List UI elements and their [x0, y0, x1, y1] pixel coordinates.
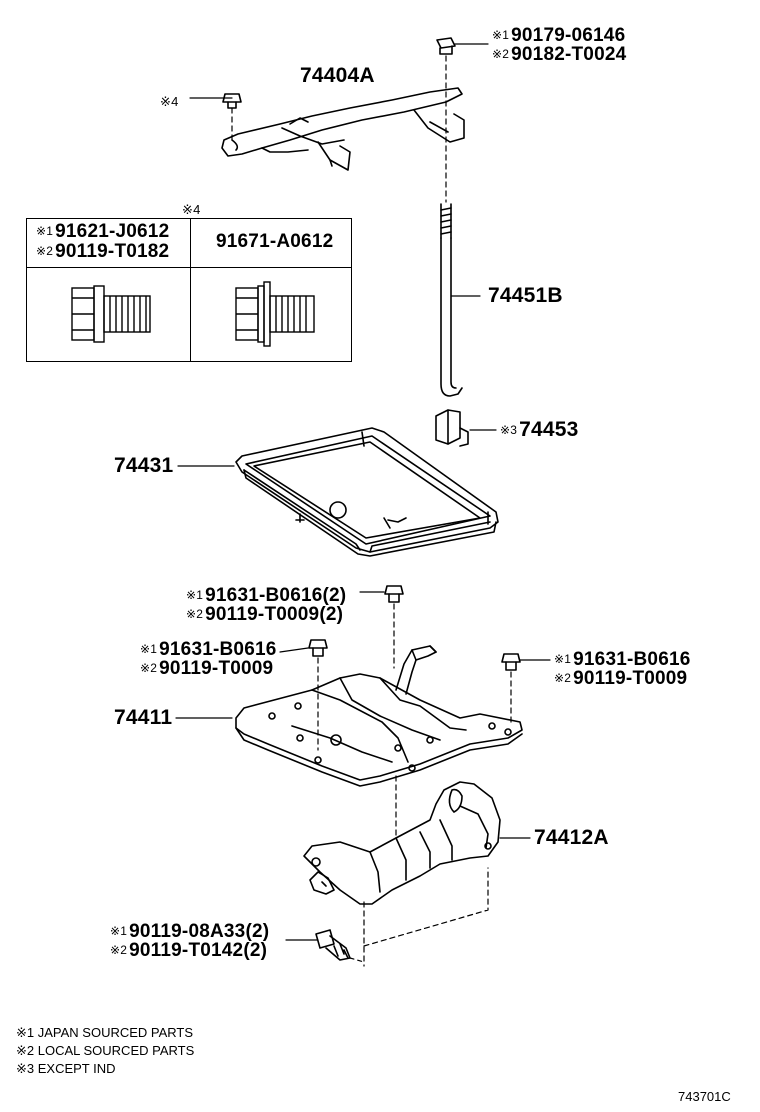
part-label-74451B: 74451B	[488, 284, 563, 307]
clamp-drawing	[435, 409, 497, 447]
legend-item-except: ※3 EXCEPT IND	[16, 1061, 116, 1076]
part-label-74431: 74431	[114, 454, 174, 477]
part-label-74411: 74411	[114, 706, 173, 729]
table-divider-vertical	[190, 219, 191, 361]
table-bolt-right-drawing	[235, 281, 315, 347]
part-label-74412A: 74412A	[534, 826, 609, 849]
battery-support-drawing	[303, 781, 531, 905]
table-right-part: 91671-A0612	[216, 231, 334, 252]
figure-id: 743701C	[678, 1089, 731, 1104]
table-divider-horizontal	[27, 267, 351, 268]
battery-tray-drawing	[177, 427, 499, 557]
legend-item-japan: ※1 JAPAN SOURCED PARTS	[16, 1025, 194, 1040]
fastener-table	[26, 218, 352, 362]
part-label-74453: ※374453	[500, 418, 579, 441]
table-header-mark: ※4	[182, 202, 201, 217]
legend-item-local: ※2 LOCAL SOURCED PARTS	[16, 1043, 195, 1058]
battery-carrier-drawing	[175, 645, 523, 787]
top-nut-drawing	[436, 37, 489, 89]
part-label-74404A: 74404A	[300, 64, 375, 87]
upper-bracket-drawing	[189, 87, 465, 171]
hold-down-rod-drawing	[440, 91, 481, 397]
lower-bolt-drawing	[285, 929, 365, 963]
table-bolt-left-drawing	[71, 285, 151, 343]
bracket-bolt-mark: ※4	[160, 94, 179, 109]
